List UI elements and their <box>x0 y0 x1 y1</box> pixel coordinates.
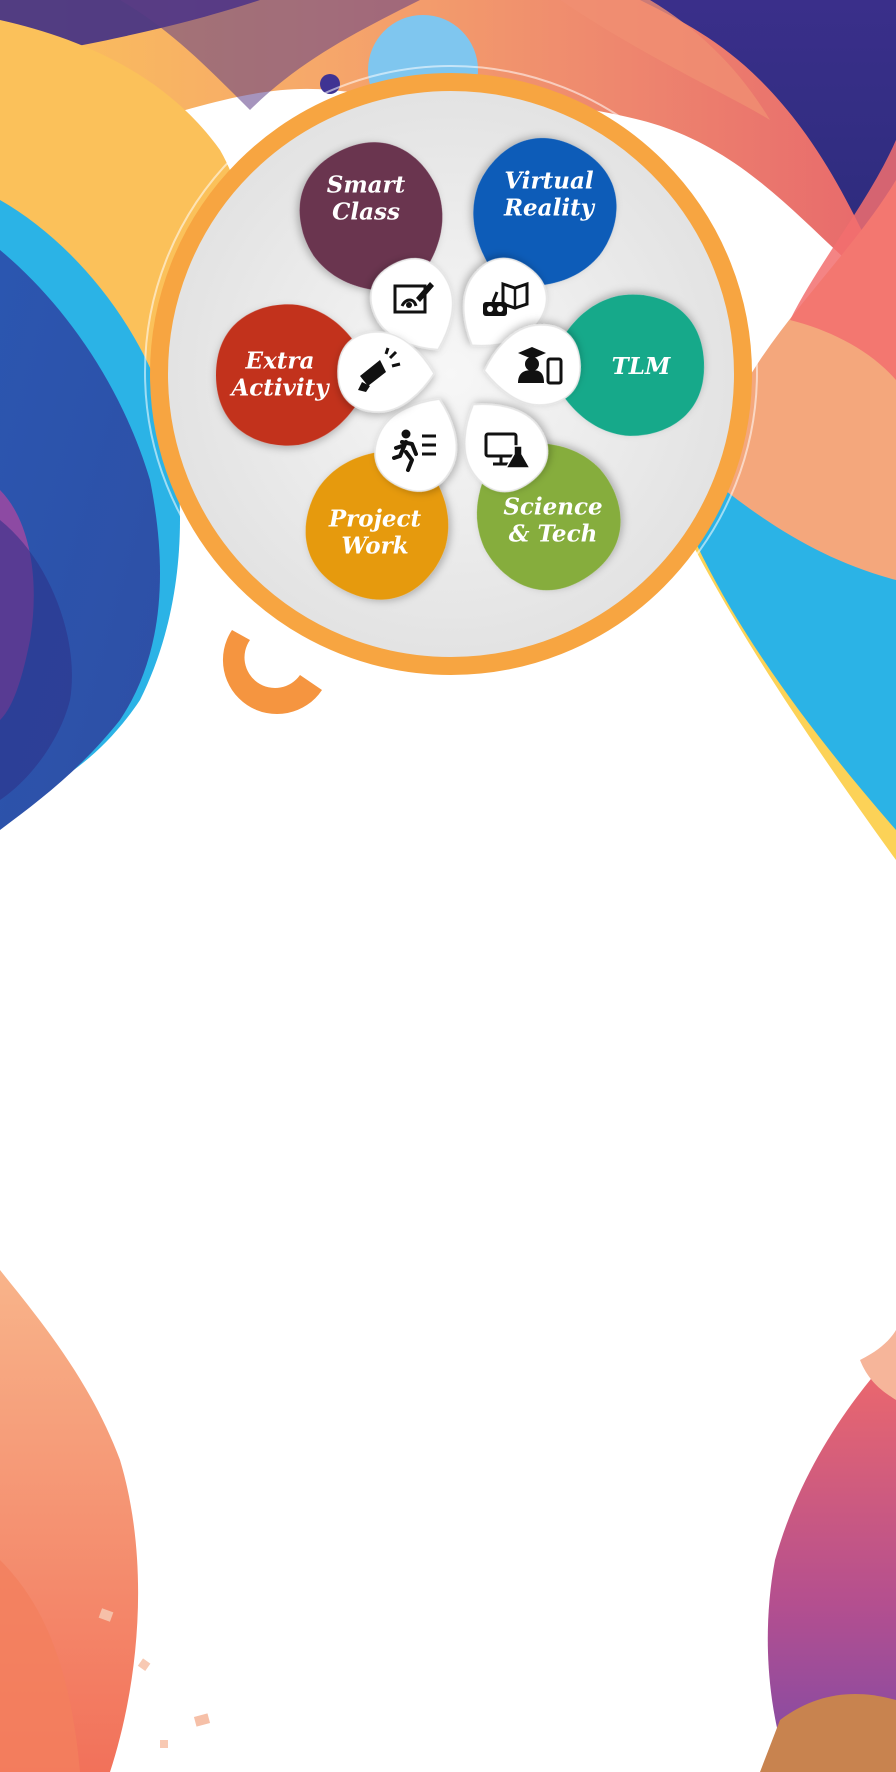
smartboard-icon <box>393 282 434 314</box>
petal-label: Class <box>332 199 400 226</box>
node-project-work <box>374 398 458 492</box>
node-virtual-reality <box>462 257 548 347</box>
petal-shape <box>299 142 443 292</box>
petal-label: TLM <box>612 353 672 380</box>
petal-label: Reality <box>503 195 596 222</box>
petal-shape <box>216 304 372 446</box>
petal-tlm: TLM <box>548 294 704 436</box>
petal-shape <box>473 138 617 287</box>
node-extra-activity <box>337 331 435 413</box>
petal-label: & Tech <box>509 521 598 548</box>
petal-label: Virtual <box>504 168 594 195</box>
runner-checklist-icon <box>392 429 436 472</box>
node-smart-class <box>370 258 454 351</box>
petal-label: Smart <box>327 172 406 199</box>
megaphone-icon <box>358 347 401 392</box>
computer-flask-icon <box>484 432 532 469</box>
node-shape <box>374 398 458 492</box>
node-shape <box>463 403 549 493</box>
graduate-mobile-icon <box>518 347 563 385</box>
node-science-tech <box>463 403 549 493</box>
petal-label: Work <box>341 533 408 560</box>
petal-shape <box>548 294 704 436</box>
petal-label: Extra <box>245 348 315 375</box>
petal-label: Activity <box>229 375 330 402</box>
node-tlm <box>483 324 581 406</box>
petal-label: Project <box>328 506 422 533</box>
petal-label: Science <box>503 494 602 521</box>
vr-book-icon <box>483 281 529 316</box>
node-shape <box>462 257 548 347</box>
